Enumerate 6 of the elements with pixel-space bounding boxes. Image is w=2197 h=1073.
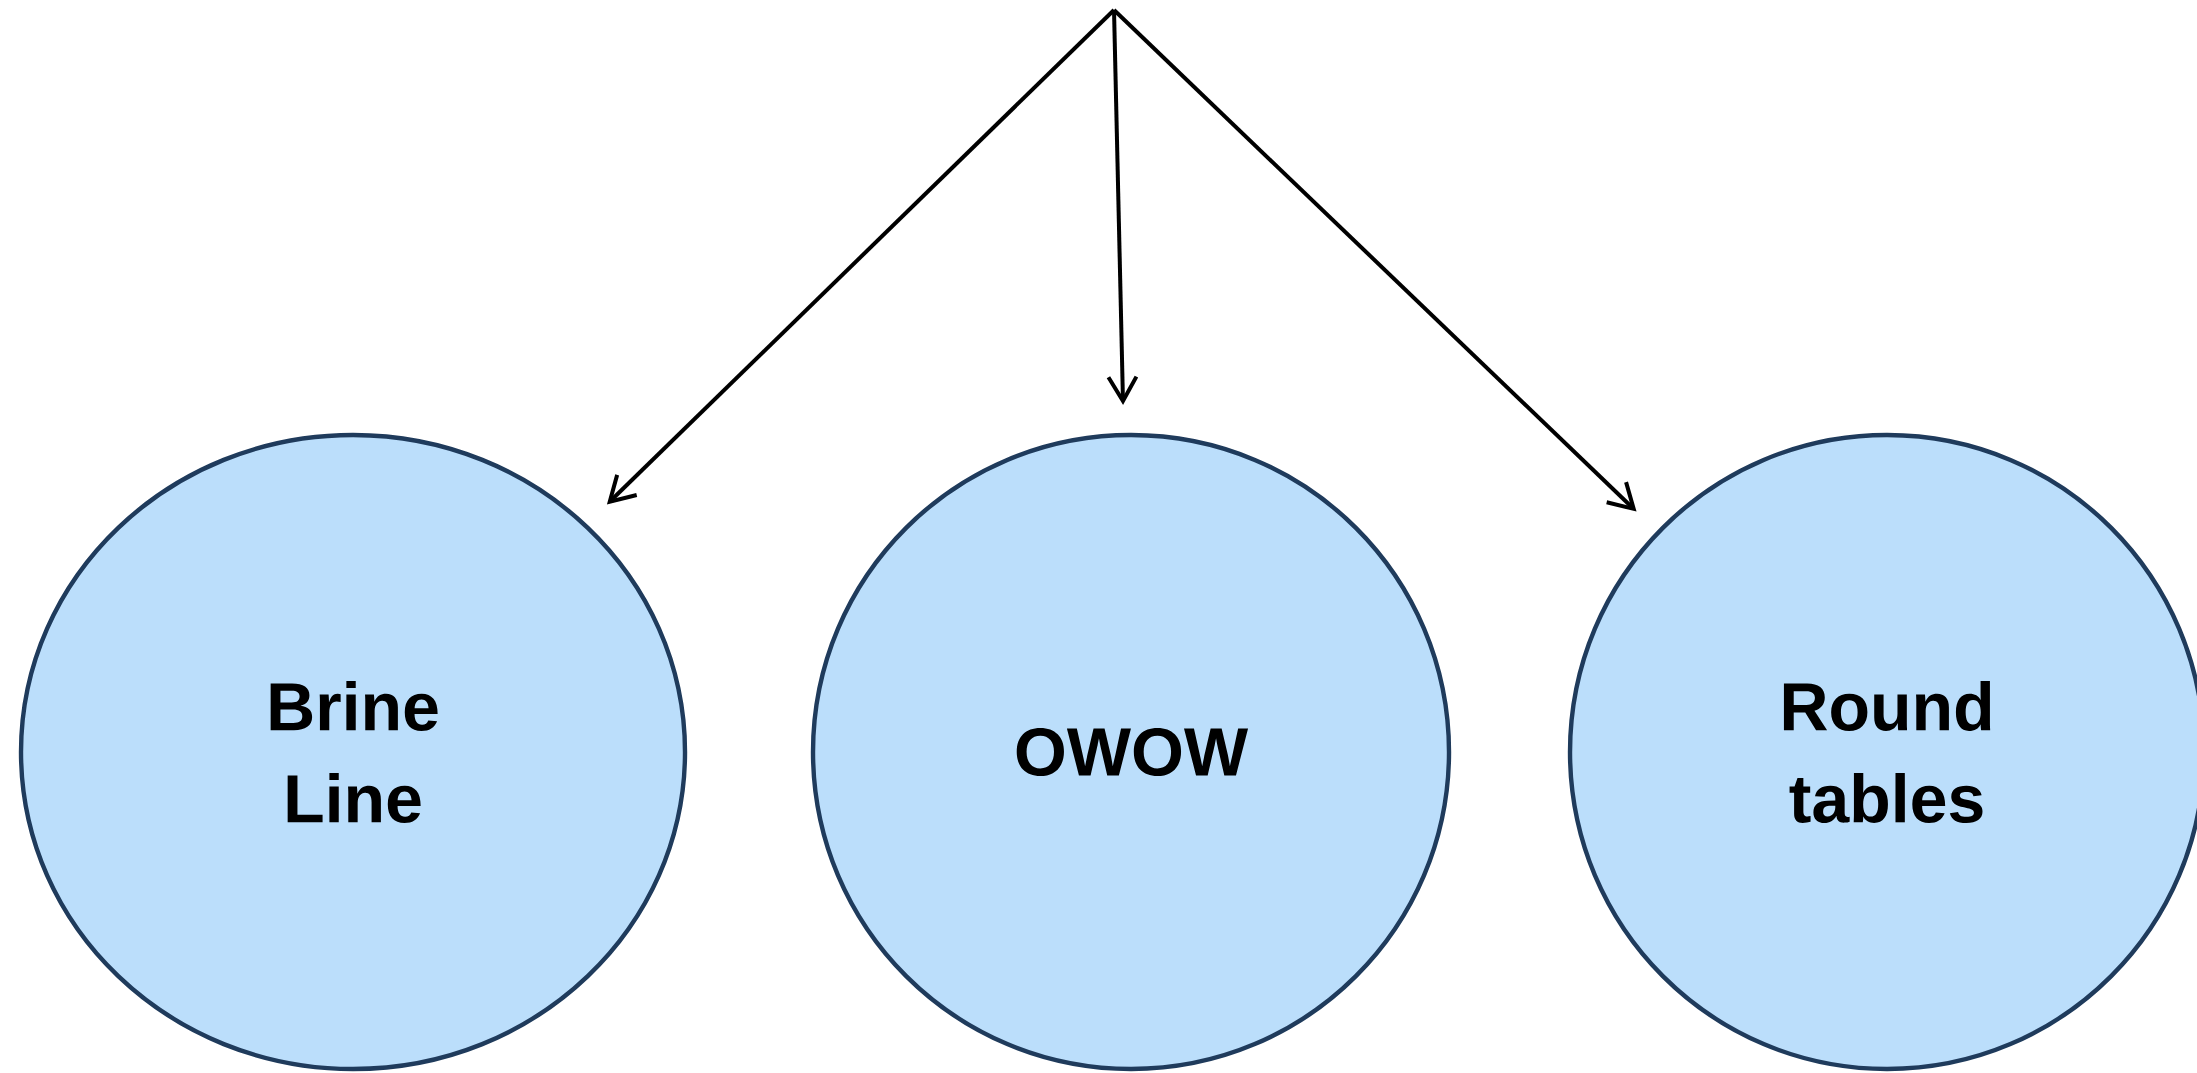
ellipse-node: OWOW [810,432,1452,1072]
arrow [1112,8,1637,512]
arrow [1106,9,1139,405]
ellipse-node: Brine Line [18,432,688,1072]
arrow [606,8,1116,505]
ellipse-node: Round tables [1567,432,2197,1072]
